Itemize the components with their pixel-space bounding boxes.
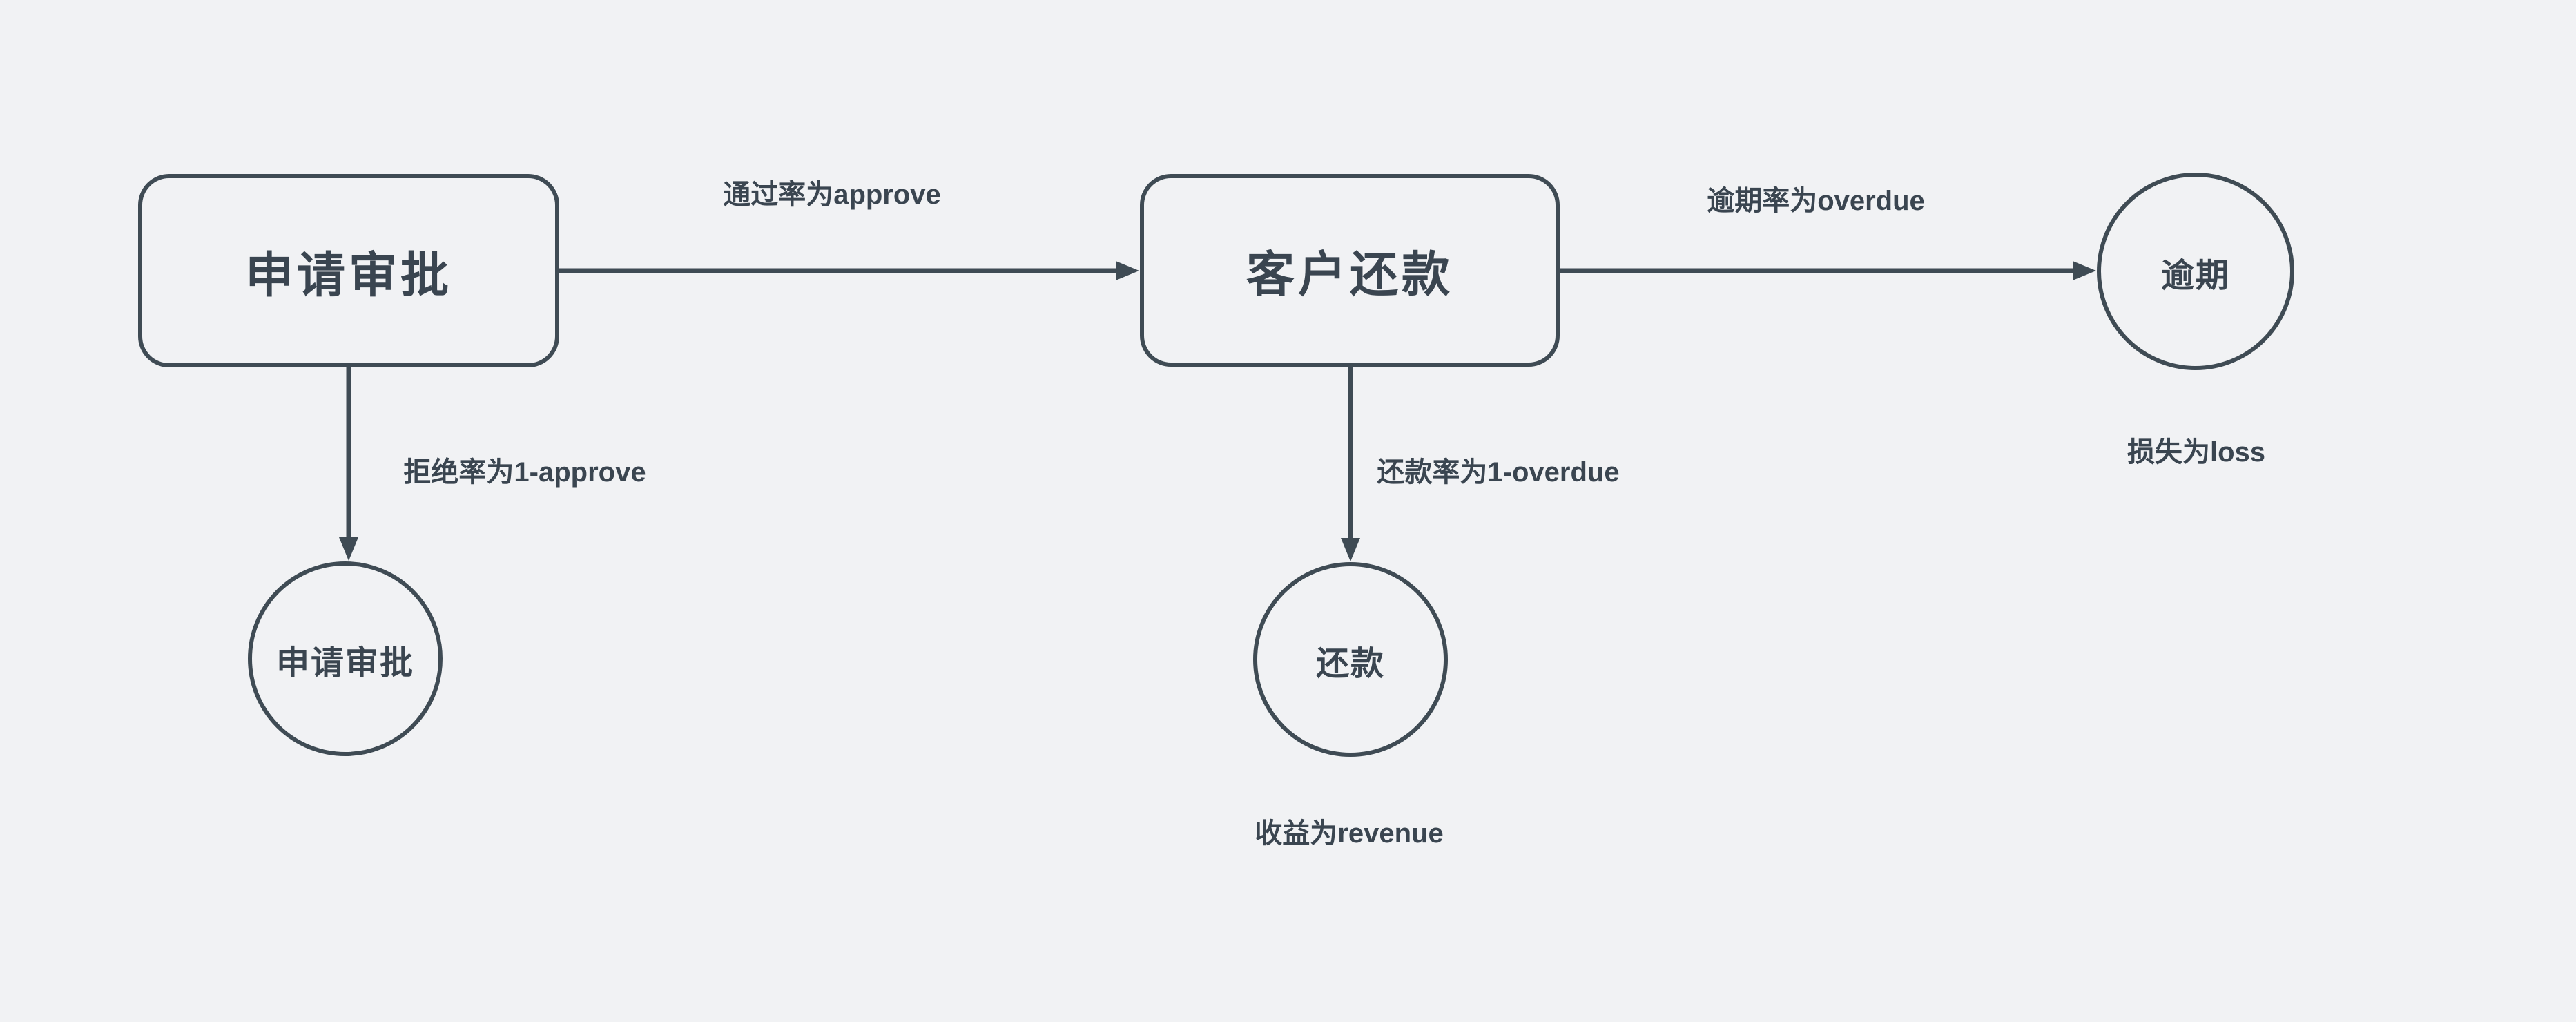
loss-annotation[interactable]: 损失为loss <box>2127 437 2266 467</box>
revenue-annotation[interactable]: 收益为revenue <box>1255 818 1444 849</box>
approve-edge-label[interactable]: 通过率为approve <box>723 180 941 210</box>
overdue-edge-label[interactable]: 逾期率为overdue <box>1707 186 1925 216</box>
approve-edge-arrow[interactable] <box>557 261 1139 280</box>
repay-edge-label[interactable]: 还款率为1-overdue <box>1377 457 1620 488</box>
reject-edge-label[interactable]: 拒绝率为1-approve <box>403 457 646 488</box>
overdue-circle-label: 逾期 <box>2160 258 2231 294</box>
reject-edge-arrow[interactable] <box>339 365 358 561</box>
overdue-circle-shape[interactable] <box>2097 173 2294 370</box>
repay-edge-arrow[interactable] <box>1341 365 1360 561</box>
rejected-circle-shape[interactable] <box>248 561 443 756</box>
approval-box-label: 申请审批 <box>245 248 452 302</box>
overdue-edge-arrow[interactable] <box>1558 261 2096 280</box>
repaid-circle-label: 还款 <box>1315 646 1386 682</box>
repaid-circle-shape[interactable] <box>1253 562 1448 757</box>
rejected-circle-label: 申请审批 <box>275 645 415 682</box>
repayment-box-label: 客户还款 <box>1246 247 1453 302</box>
